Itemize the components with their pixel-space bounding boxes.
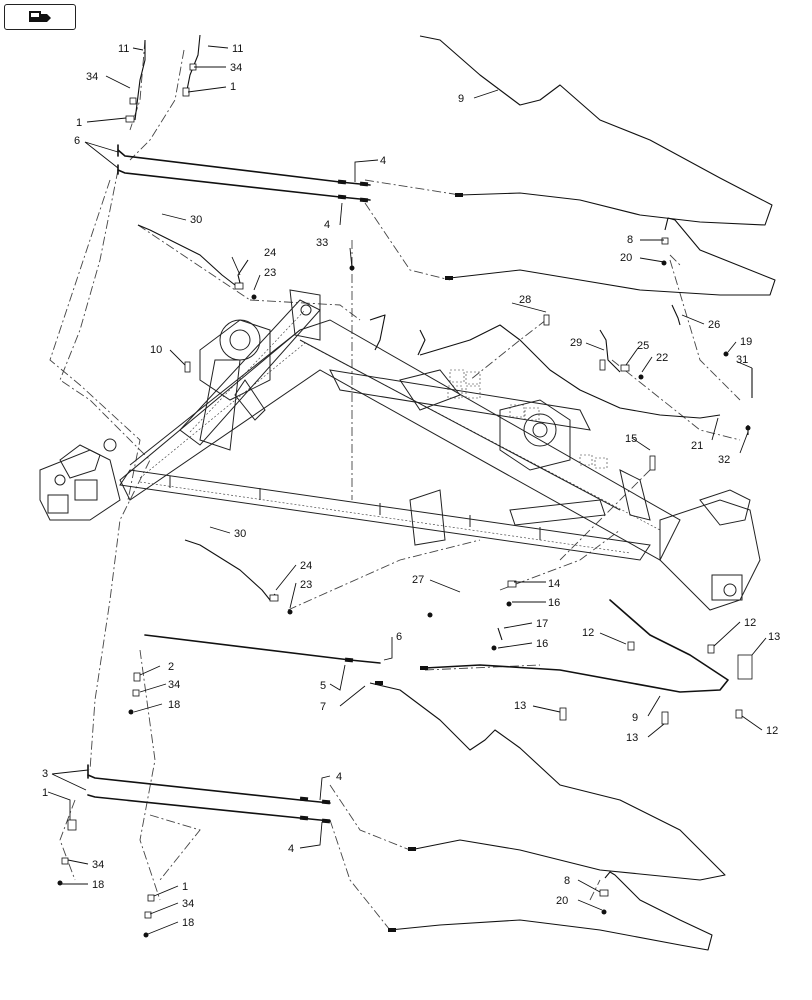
callout-34-a: 34 (86, 71, 98, 83)
callout-12-b: 12 (744, 617, 756, 629)
hose-29 (599, 329, 621, 373)
callout-13-c: 13 (626, 732, 638, 744)
hose-30-lower (184, 539, 276, 601)
callout-29: 29 (570, 337, 582, 349)
callout-32: 32 (718, 454, 730, 466)
callout-20-a: 20 (620, 252, 632, 264)
callout-14: 14 (548, 578, 560, 590)
callout-10: 10 (150, 344, 162, 356)
callout-1-a: 1 (76, 117, 82, 129)
tube-6-upper-b (117, 169, 371, 201)
callout-8-a: 8 (627, 234, 633, 246)
callout-4-d: 4 (288, 843, 294, 855)
callout-23-b: 23 (300, 579, 312, 591)
return-to-index-icon (29, 11, 51, 22)
fittings (57, 63, 753, 938)
callout-15: 15 (625, 433, 637, 445)
callout-34-e: 34 (182, 898, 194, 910)
callout-3: 3 (42, 768, 48, 780)
phantom-routing-lines (49, 39, 741, 931)
callout-30-a: 30 (190, 214, 202, 226)
callout-19: 19 (740, 336, 752, 348)
callout-16-b: 16 (536, 638, 548, 650)
hydraulic-tubes (87, 34, 776, 951)
callout-6-a: 6 (74, 135, 80, 147)
callout-12-a: 12 (582, 627, 594, 639)
tube-9-upper-b (449, 217, 776, 296)
callout-11-b: 11 (232, 43, 243, 55)
tube-3-a (87, 774, 331, 804)
callout-18-a: 18 (168, 699, 180, 711)
callout-34-c: 34 (168, 679, 180, 691)
callout-4-a: 4 (380, 155, 386, 167)
callout-9-b: 9 (632, 712, 638, 724)
callout-4-b: 4 (324, 219, 330, 231)
hose-28-21 (419, 324, 721, 419)
callout-17: 17 (536, 618, 548, 630)
callout-23-a: 23 (264, 267, 276, 279)
callout-labels: 11 34 1 6 11 34 1 9 4 4 30 33 24 23 8 20… (42, 43, 780, 929)
callout-1-c: 1 (42, 787, 48, 799)
implement-frame (39, 289, 761, 611)
callout-8-b: 8 (564, 875, 570, 887)
callout-31: 31 (736, 354, 748, 366)
callout-25: 25 (637, 340, 649, 352)
callout-30-b: 30 (234, 528, 246, 540)
tube-9-lower (424, 599, 729, 693)
tube-3-b (87, 794, 331, 822)
callout-24-a: 24 (264, 247, 276, 259)
callout-16-a: 16 (548, 597, 560, 609)
callout-2: 2 (168, 661, 174, 673)
tube-9-upper (419, 35, 773, 226)
callout-13-b: 13 (514, 700, 526, 712)
hose-26 (671, 304, 681, 326)
callout-18-c: 18 (182, 917, 194, 929)
leader-lines (47, 45, 767, 935)
callout-13-a: 13 (768, 631, 780, 643)
tube-7 (369, 682, 726, 881)
tube-5 (144, 634, 381, 664)
hose-30-upper (137, 224, 249, 286)
callout-12-c: 12 (766, 725, 778, 737)
tube-6-upper-a (117, 149, 371, 186)
callout-34-b: 34 (230, 62, 242, 74)
callout-22: 22 (656, 352, 668, 364)
callout-1-d: 1 (182, 881, 188, 893)
callout-4-c: 4 (336, 771, 342, 783)
callout-28: 28 (519, 294, 531, 306)
callout-6-b: 6 (396, 631, 402, 643)
callout-27: 27 (412, 574, 424, 586)
callout-5: 5 (320, 680, 326, 692)
callout-1-b: 1 (230, 81, 236, 93)
callout-21: 21 (691, 440, 703, 452)
callout-7: 7 (320, 701, 326, 713)
callout-11-a: 11 (118, 43, 129, 55)
callout-18-b: 18 (92, 879, 104, 891)
callout-20-b: 20 (556, 895, 568, 907)
tube-lower-right (389, 871, 713, 951)
callout-26: 26 (708, 319, 720, 331)
return-to-index-button[interactable] (4, 4, 76, 30)
callout-34-d: 34 (92, 859, 104, 871)
callout-24-b: 24 (300, 560, 312, 572)
callout-9-a: 9 (458, 93, 464, 105)
callout-33: 33 (316, 237, 328, 249)
